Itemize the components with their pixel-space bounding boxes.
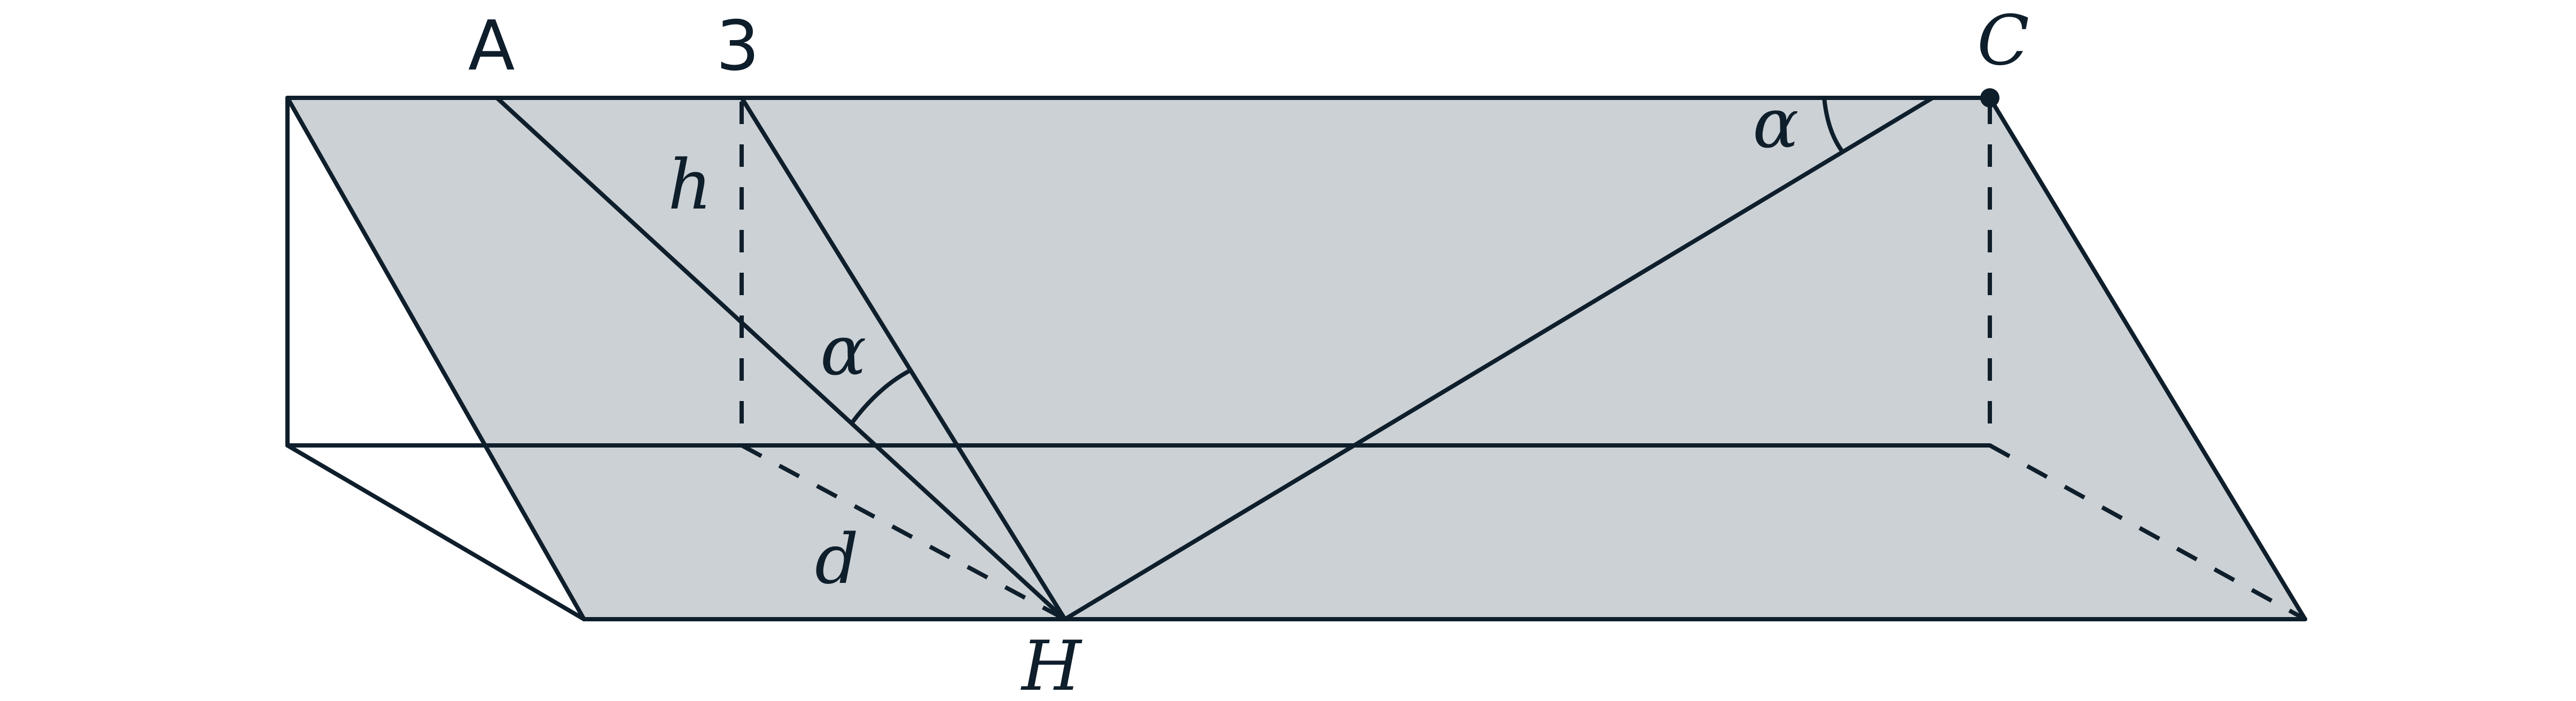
- right-lower-dashed-line: [1989, 443, 2306, 621]
- label-point-c: C: [1977, 1, 2029, 81]
- line-c-to-h: [1063, 96, 1935, 621]
- distance-dashed-line: [741, 443, 1066, 621]
- plane-right-slant: [1988, 96, 2307, 621]
- label-point-h: H: [1021, 627, 1083, 701]
- label-height-h: h: [668, 145, 712, 225]
- angle-arc-mid: [850, 368, 912, 424]
- plane-left-slant: [285, 96, 586, 621]
- line-a-to-h: [495, 96, 1067, 621]
- lower-left-slant-edge: [285, 443, 586, 621]
- point-c-marker: [1980, 88, 1999, 107]
- angle-arc-top: [1822, 97, 1844, 152]
- line-3-to-h: [740, 96, 1067, 621]
- label-distance-d: d: [815, 520, 859, 599]
- label-angle-top: α: [1753, 84, 1799, 164]
- label-point-3: 3: [716, 6, 759, 86]
- label-point-a: A: [468, 6, 515, 86]
- label-angle-mid: α: [820, 311, 866, 391]
- inclined-plane: [287, 98, 2305, 619]
